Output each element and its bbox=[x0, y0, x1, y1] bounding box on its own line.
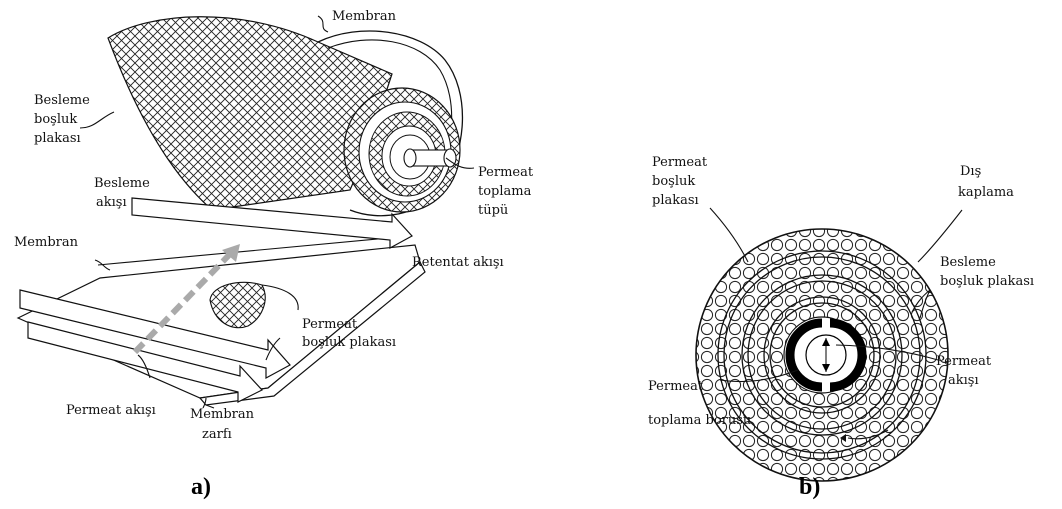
label-outer-wrap: Dış bbox=[960, 164, 981, 179]
label-permeate-spacer: boşluk plakası bbox=[302, 335, 396, 350]
label-collection-pipe: Permeat bbox=[648, 379, 704, 394]
label-permeate-flow: Permeat akışı bbox=[66, 403, 156, 418]
label-membrane-top: Membran bbox=[332, 9, 397, 24]
label-collection-pipe: toplama borusu bbox=[648, 413, 751, 428]
label-permeate-flow-b: Permeat bbox=[936, 354, 992, 369]
feed-spacer-mesh bbox=[108, 17, 392, 210]
label-feed-spacer-b: boşluk plakası bbox=[940, 274, 1034, 289]
label-feed-spacer: boşluk bbox=[34, 112, 77, 127]
label-permeate-spacer-b: Permeat bbox=[652, 155, 708, 170]
caption-b: b) bbox=[799, 474, 820, 500]
label-feed-flow: akışı bbox=[96, 195, 127, 210]
label-feed-spacer-b: Besleme bbox=[940, 255, 996, 270]
label-permeate-collection-tube: tüpü bbox=[478, 203, 508, 218]
label-permeate-collection-tube: toplama bbox=[478, 184, 532, 199]
panel-b-cross-section: Permeat boşluk plakası Dış kaplama Besle… bbox=[648, 155, 1034, 500]
feed-flow-arrow bbox=[132, 198, 412, 248]
label-permeate-spacer: Permeat bbox=[302, 317, 358, 332]
label-permeate-flow-b: akışı bbox=[948, 373, 979, 388]
permeate-collection-tube bbox=[404, 149, 456, 167]
label-permeate-spacer-b: boşluk bbox=[652, 174, 695, 189]
label-membrane-envelope: zarfı bbox=[202, 427, 232, 442]
label-permeate-collection-tube: Permeat bbox=[478, 165, 534, 180]
label-feed-spacer: plakası bbox=[34, 131, 81, 146]
label-retentate-flow: Retentat akışı bbox=[412, 255, 504, 270]
label-outer-wrap: kaplama bbox=[958, 185, 1014, 200]
panel-a-spiral-module: Membran Besleme boşluk plakası Besleme a… bbox=[14, 9, 534, 500]
label-permeate-spacer-b: plakası bbox=[652, 193, 699, 208]
caption-a: a) bbox=[191, 474, 211, 500]
label-membrane-left: Membran bbox=[14, 235, 79, 250]
label-feed-flow: Besleme bbox=[94, 176, 150, 191]
label-feed-spacer: Besleme bbox=[34, 93, 90, 108]
label-membrane-envelope: Membran bbox=[190, 407, 255, 422]
